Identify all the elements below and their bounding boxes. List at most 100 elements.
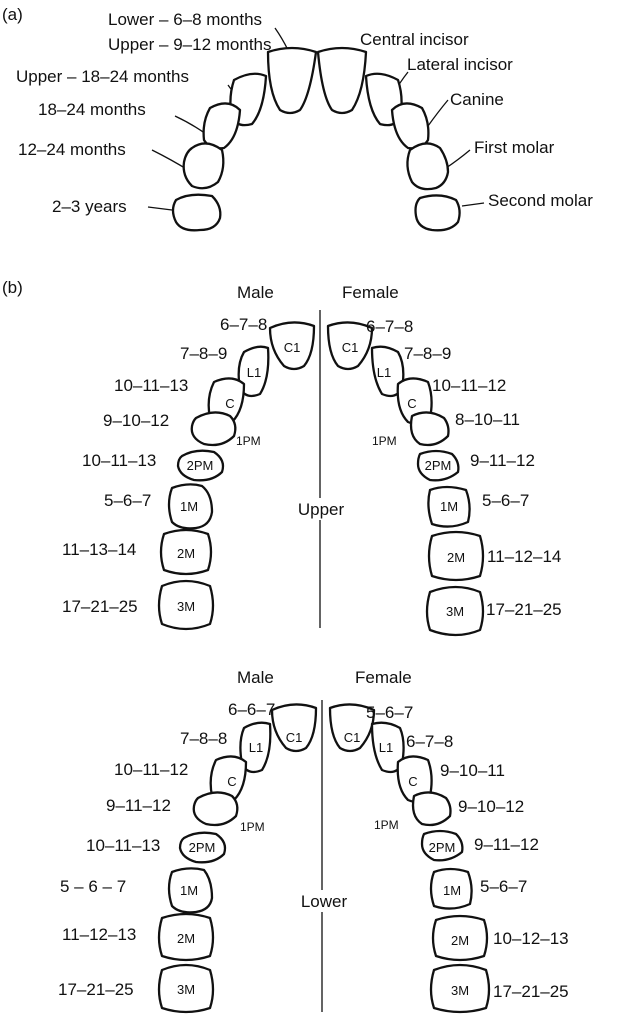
age-upper-female-C: 10–11–12 [432,376,506,395]
age-lower-male-2M: 11–12–13 [62,925,136,944]
age-upper-female-1PM: 8–10–11 [455,410,520,429]
leader-line [446,150,470,168]
tooth-code: 1M [180,883,198,898]
upper-female-header: Female [342,283,399,302]
tooth-central-incisor [318,48,366,113]
leader-line [462,203,484,206]
tooth-code: 1PM [374,818,399,832]
tooth-code: C [225,396,234,411]
panel-a-label: (a) [2,5,23,24]
tooth-code: L1 [247,365,261,380]
tooth-code: 3M [177,982,195,997]
age-lower-female-L1: 6–7–8 [406,732,453,751]
age-lower-male-C1: 6–6–7 [228,700,275,719]
tooth-code: 1M [443,883,461,898]
age-lower-female-3M: 17–21–25 [493,982,569,1001]
tooth-code: 1M [440,499,458,514]
tooth-code: L1 [377,365,391,380]
upper-title: Upper [298,500,345,519]
age-upper-female-C1: 6–7–8 [366,317,413,336]
age-lower-male-2PM: 10–11–13 [86,836,160,855]
tooth-code: L1 [249,740,263,755]
label-upper-18-24-months: Upper – 18–24 months [16,67,189,86]
lower-male-header: Male [237,668,274,687]
age-lower-female-1PM: 9–10–12 [458,797,524,816]
age-upper-male-3M: 17–21–25 [62,597,138,616]
tooth-code: C1 [344,730,361,745]
label-2-3-years: 2–3 years [52,197,127,216]
tooth-code: C [407,396,416,411]
age-lower-female-2PM: 9–11–12 [474,835,539,854]
tooth-code: 2M [451,933,469,948]
leader-line [175,116,206,134]
tooth-code: C [408,774,417,789]
label-lower-6-8-months: Lower – 6–8 months [108,10,262,29]
tooth-central-incisor [268,48,316,113]
tooth-canine [204,103,240,148]
panel-a: (a) Lower – 6–8 months Upper – 9–12 mont… [2,5,593,230]
tooth-code: 2PM [187,458,214,473]
tooth-1PM-upper-male [192,412,236,445]
tooth-1PM-lower-female [413,792,451,825]
tooth-code: 2PM [189,840,216,855]
upper-male-header: Male [237,283,274,302]
age-lower-male-C: 10–11–12 [114,760,188,779]
tooth-code: 1PM [240,820,265,834]
age-upper-female-2PM: 9–11–12 [470,451,535,470]
age-lower-male-L1: 7–8–8 [180,729,227,748]
tooth-code: 2PM [429,840,456,855]
age-lower-female-2M: 10–12–13 [493,929,569,948]
age-lower-female-1M: 5–6–7 [480,877,527,896]
tooth-1PM-lower-male [194,792,238,825]
tooth-code: 1M [180,499,198,514]
age-upper-male-C: 10–11–13 [114,376,188,395]
label-upper-9-12-months: Upper – 9–12 months [108,35,272,54]
tooth-code: L1 [379,740,393,755]
tooth-code: C1 [286,730,303,745]
age-upper-male-L1: 7–8–9 [180,344,227,363]
label-12-24-months: 12–24 months [18,140,126,159]
lower-title: Lower [301,892,348,911]
age-lower-male-3M: 17–21–25 [58,980,134,999]
lower-arch: Male Female Lower C1 L1 C 1PM 2PM 1M 2M … [58,668,569,1012]
tooth-code: 2M [177,931,195,946]
label-second-molar: Second molar [488,191,593,210]
tooth-code: 1PM [236,434,261,448]
tooth-code: 1PM [372,434,397,448]
label-first-molar: First molar [474,138,555,157]
tooth-canine [392,103,428,148]
age-upper-male-C1: 6–7–8 [220,315,267,334]
label-lateral-incisor: Lateral incisor [407,55,513,74]
age-upper-male-2PM: 10–11–13 [82,451,156,470]
age-lower-female-C1: 5–6–7 [366,703,413,722]
age-upper-female-L1: 7–8–9 [404,344,451,363]
tooth-code: C1 [342,340,359,355]
tooth-code: C [227,774,236,789]
label-18-24-months: 18–24 months [38,100,146,119]
tooth-first-molar [184,143,224,188]
tooth-second-molar [173,195,220,231]
age-lower-male-1M: 5 – 6 – 7 [60,877,126,896]
age-lower-male-1PM: 9–11–12 [106,796,171,815]
tooth-code: C1 [284,340,301,355]
primary-teeth [173,48,460,230]
label-central-incisor: Central incisor [360,30,469,49]
tooth-first-molar [407,143,448,189]
tooth-code: 2M [177,546,195,561]
age-lower-female-C: 9–10–11 [440,761,505,780]
age-upper-female-2M: 11–12–14 [487,547,561,566]
age-upper-male-2M: 11–13–14 [62,540,136,559]
age-upper-female-1M: 5–6–7 [482,491,529,510]
age-upper-female-3M: 17–21–25 [486,600,562,619]
panel-b-label: (b) [2,278,23,297]
leader-line [148,207,172,210]
tooth-code: 2M [447,550,465,565]
age-upper-male-1PM: 9–10–12 [103,411,169,430]
tooth-1PM-upper-female [411,412,449,445]
age-upper-male-1M: 5–6–7 [104,491,151,510]
label-canine: Canine [450,90,504,109]
lower-female-header: Female [355,668,412,687]
tooth-code: 3M [177,599,195,614]
tooth-code: 3M [446,604,464,619]
tooth-code: 2PM [425,458,452,473]
